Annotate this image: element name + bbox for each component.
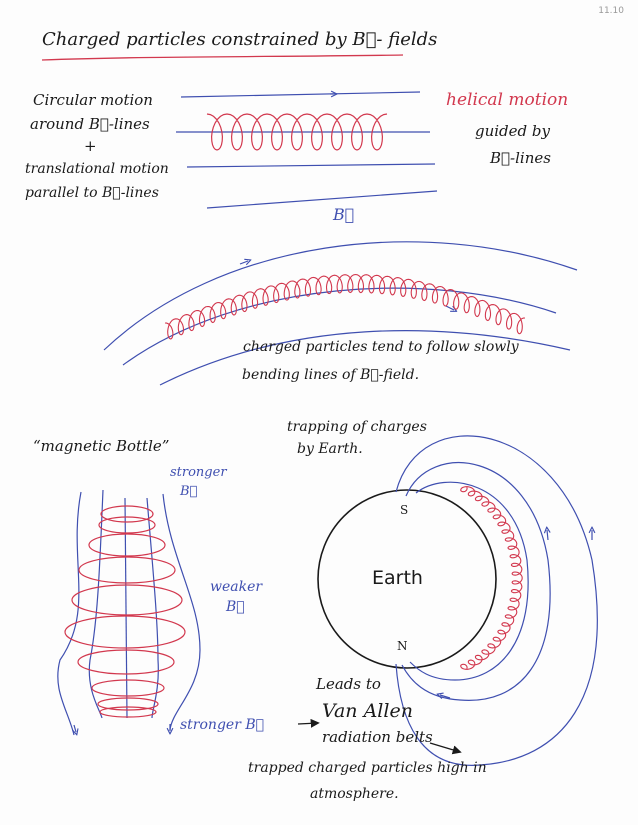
field-b-label: B⃗ — [333, 205, 355, 224]
earth-trapped-spiral — [460, 486, 523, 670]
earth-label: Earth — [372, 567, 423, 589]
curved-field-lines — [103, 241, 578, 386]
guided-line1: guided by — [475, 122, 550, 140]
radiation-belts-label: radiation belts — [322, 728, 433, 746]
weaker-line1: weaker — [210, 579, 263, 595]
earth-field-lines — [395, 435, 598, 766]
stronger-top-line1: stronger — [170, 465, 227, 480]
bending-line1: charged particles tend to follow slowly — [243, 339, 519, 355]
page-title: Charged particles constrained by B⃗- fie… — [42, 29, 438, 50]
helical-motion-label: helical motion — [446, 90, 569, 110]
south-pole-label: S — [400, 503, 409, 517]
leads-to-label: Leads to — [316, 675, 381, 693]
earth-circle — [317, 489, 497, 669]
stronger-top-line2: B⃗ — [180, 484, 198, 499]
van-allen-arrow — [297, 718, 320, 728]
translational-line1: translational motion — [25, 161, 169, 177]
magnetic-bottle-title: “magnetic Bottle” — [33, 437, 170, 455]
belts-arrow — [429, 742, 462, 755]
trapped-line2: atmosphere. — [310, 786, 399, 802]
weaker-line2: B⃗ — [226, 599, 245, 615]
trapping-line1: trapping of charges — [287, 419, 427, 435]
circular-motion-line1: Circular motion — [33, 91, 153, 109]
circular-motion-line2: around B⃗-lines — [30, 115, 150, 133]
trapping-line2: by Earth. — [297, 441, 363, 457]
helix-curved — [164, 273, 526, 340]
bending-line2: bending lines of B⃗-field. — [242, 367, 420, 383]
guided-line2: B⃗-lines — [490, 149, 551, 167]
stronger-bottom: stronger B⃗ — [180, 717, 265, 733]
plus-sign: + — [84, 137, 97, 155]
helix-top — [206, 113, 388, 151]
title-underline — [41, 54, 404, 61]
bottle-particle-path — [64, 505, 186, 718]
van-allen-label: Van Allen — [322, 700, 413, 722]
page-number: 11.10 — [598, 6, 624, 16]
straight-field-lines — [176, 92, 438, 209]
trapped-line1: trapped charged particles high in — [248, 760, 487, 776]
translational-line2: parallel to B⃗-lines — [25, 185, 159, 201]
north-pole-label: N — [397, 639, 408, 653]
